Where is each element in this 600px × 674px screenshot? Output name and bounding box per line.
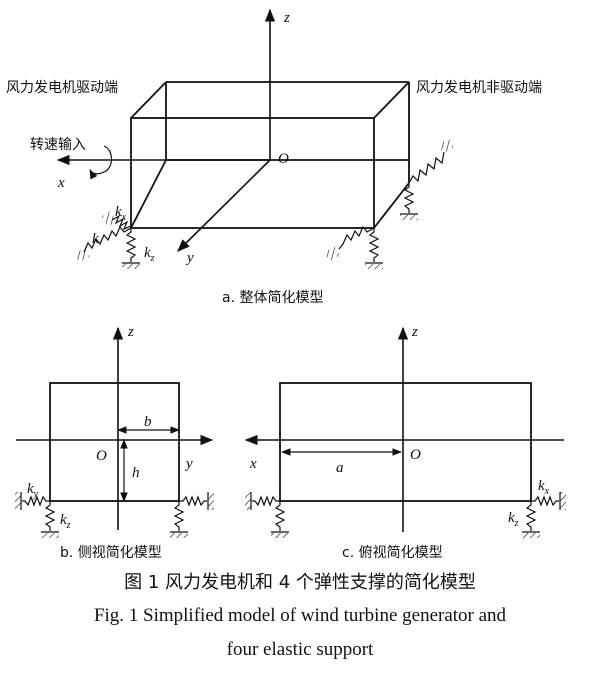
- panel-c-spring-right: kx kz: [508, 478, 566, 538]
- panel-c-spring-kz-label: kz: [508, 510, 519, 529]
- panel-c-caption: c. 俯视简化模型: [342, 544, 443, 561]
- panel-b-box: [49, 382, 180, 502]
- panel-a-x-label: x: [57, 175, 65, 191]
- panel-a-spring-front-left: kx k kz: [74, 204, 155, 269]
- panel-a-y-axis: [177, 159, 271, 252]
- panel-a-spring-k-label: k: [92, 231, 99, 247]
- figure-caption-en-line1: Fig. 1 Simplified model of wind turbine …: [94, 605, 507, 626]
- panel-b-origin-label: O: [96, 448, 107, 464]
- panel-a-spring-front-right: [324, 225, 383, 269]
- panel-b-dim-h-label: h: [132, 465, 140, 481]
- panel-b-spring-right: [170, 492, 214, 538]
- panel-b-side-view: z y O b h ky kz b. 侧视简化模型: [15, 324, 214, 561]
- panel-a-spring-back-right: [400, 138, 454, 220]
- panel-b-spring-left: ky kz: [15, 481, 71, 538]
- panel-c-box: [279, 382, 532, 502]
- panel-c-dim-a-label: a: [336, 460, 344, 476]
- figure-caption-cn: 图 1 风力发电机和 4 个弹性支撑的简化模型: [124, 572, 476, 593]
- panel-c-spring-kx-label: kx: [538, 478, 550, 497]
- panel-b-spring-kz-label: kz: [60, 512, 71, 531]
- panel-a-spring-kz-label: kz: [144, 245, 155, 264]
- panel-b-y-label: y: [184, 456, 193, 472]
- panel-b-caption: b. 侧视简化模型: [60, 544, 162, 561]
- panel-c-z-label: z: [411, 324, 418, 340]
- panel-a-overall-model: z x y O 风力发电机驱动端 风力发电机非驱动端 转速输入: [6, 8, 542, 306]
- panel-b-z-label: z: [127, 324, 134, 340]
- panel-a-origin-label: O: [278, 151, 289, 167]
- panel-b-dim-b-label: b: [144, 414, 152, 430]
- panel-b-spring-ky-label: ky: [27, 481, 39, 500]
- panel-c-origin-label: O: [410, 447, 421, 463]
- panel-a-drive-end-label: 风力发电机驱动端: [6, 80, 118, 96]
- panel-a-z-label: z: [283, 10, 290, 26]
- panel-a-y-label: y: [185, 250, 194, 266]
- rotation-arrow-icon: [89, 145, 113, 180]
- panel-a-speed-input-label: 转速输入: [30, 137, 86, 153]
- panel-c-spring-left: [245, 492, 289, 538]
- figure-caption-en-line2: four elastic support: [227, 639, 374, 660]
- panel-c-x-label: x: [249, 456, 257, 472]
- panel-a-spring-kx-label: kx: [115, 204, 127, 223]
- panel-c-top-view: z x O a kx kz c. 俯视简化模型: [244, 324, 566, 561]
- panel-a-nondrive-end-label: 风力发电机非驱动端: [416, 80, 542, 96]
- panel-a-caption: a. 整体简化模型: [222, 289, 323, 306]
